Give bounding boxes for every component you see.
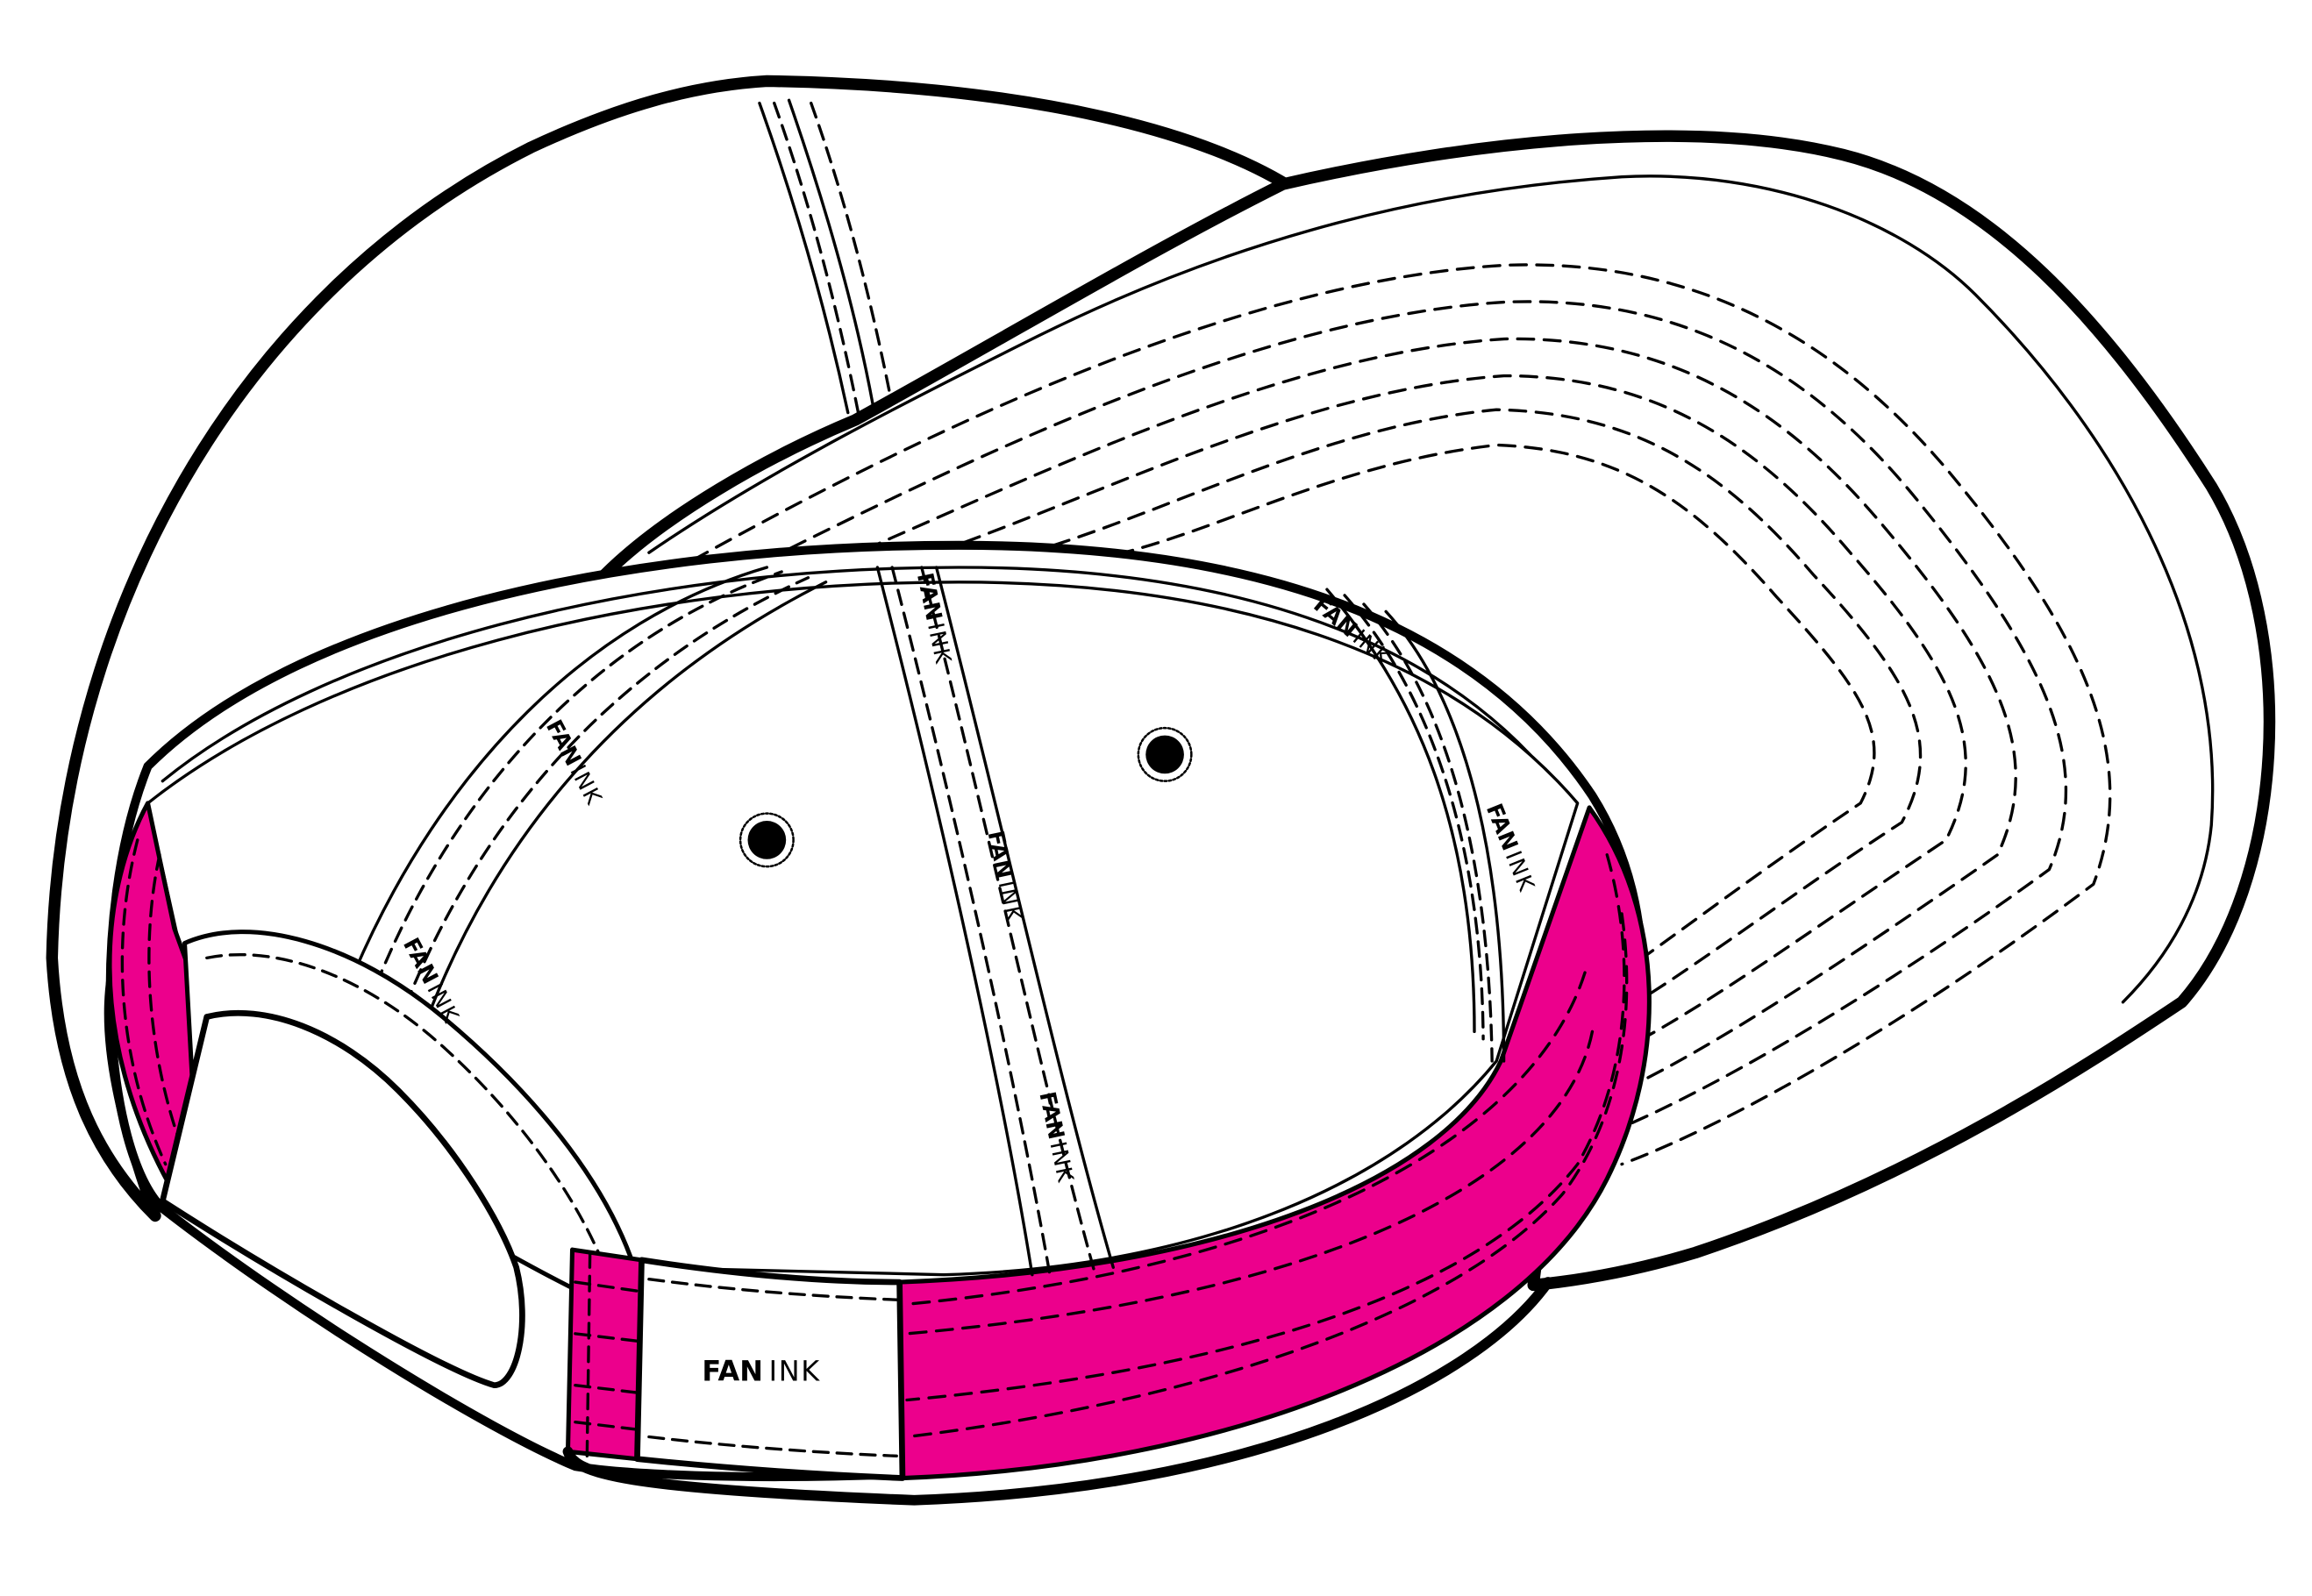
eyelet [739, 812, 795, 868]
visor-stitching [691, 263, 2112, 1166]
sweatband-left-stitching [120, 838, 179, 1166]
label-stitch [647, 1435, 898, 1458]
brand-bold: FAN [702, 1355, 763, 1388]
label-tab-stitching [574, 1250, 639, 1458]
sweatband-right-stitching [905, 853, 1629, 1439]
sweatband-inner-edge [161, 566, 1572, 805]
taped-seams [353, 566, 1506, 1277]
label-stitch [647, 1278, 898, 1301]
eyelet [1137, 726, 1193, 782]
crown-seam-stitch [810, 101, 893, 400]
eyelet [1145, 735, 1184, 774]
brand-light: INK [769, 1355, 821, 1388]
sweatband-right-accent [897, 805, 1652, 1481]
visor-inner-edge [647, 175, 2215, 1004]
strap-opening [159, 1009, 525, 1389]
band-bottom [562, 1277, 1553, 1506]
svg-text:FANINK: FANINK [702, 1355, 821, 1388]
crown-seam [758, 101, 850, 415]
back-strap-stitch [205, 953, 607, 1269]
eyelet [747, 821, 787, 859]
taped-seam-stitching [375, 566, 1494, 1277]
label-tab [634, 1257, 906, 1481]
visor [598, 130, 2276, 1292]
crown-seam [787, 98, 875, 407]
